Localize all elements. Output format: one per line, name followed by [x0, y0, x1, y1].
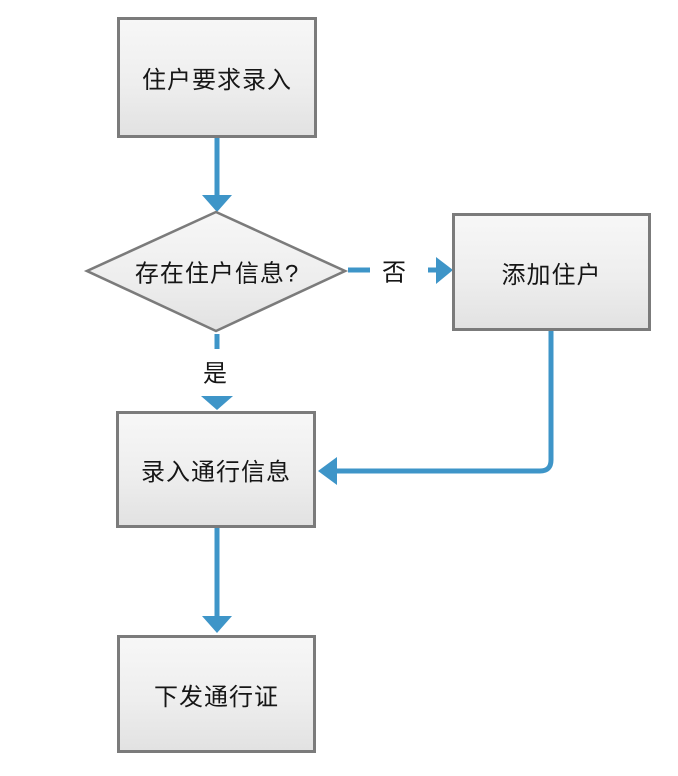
edge-line — [337, 331, 554, 474]
node-decision-diamond — [83, 210, 349, 333]
node-decision-label: 存在住户信息? — [134, 260, 300, 288]
edge-decision-to-entry — [201, 334, 233, 410]
node-request: 住户要求录入 — [117, 17, 317, 138]
node-add: 添加住户 — [452, 213, 651, 331]
edge-entry-to-issue — [202, 528, 232, 633]
node-entry: 录入通行信息 — [116, 411, 316, 528]
node-issue-label: 下发通行证 — [154, 683, 279, 711]
arrow-down-icon — [202, 195, 232, 212]
edge-request-to-decision — [202, 138, 232, 212]
edge-label-no: 否 — [380, 252, 408, 288]
edge-label-yes: 是 — [201, 353, 229, 389]
node-entry-label: 录入通行信息 — [141, 459, 291, 486]
edge-decision-to-add — [348, 257, 453, 284]
arrow-down-icon — [201, 396, 233, 410]
node-issue: 下发通行证 — [117, 635, 316, 753]
edge-add-to-entry — [318, 331, 554, 485]
node-add-label: 添加住户 — [501, 261, 602, 289]
arrow-right-icon — [436, 257, 453, 284]
arrow-left-icon — [318, 457, 337, 485]
node-request-label: 住户要求录入 — [142, 67, 292, 94]
arrow-down-icon — [202, 616, 232, 633]
